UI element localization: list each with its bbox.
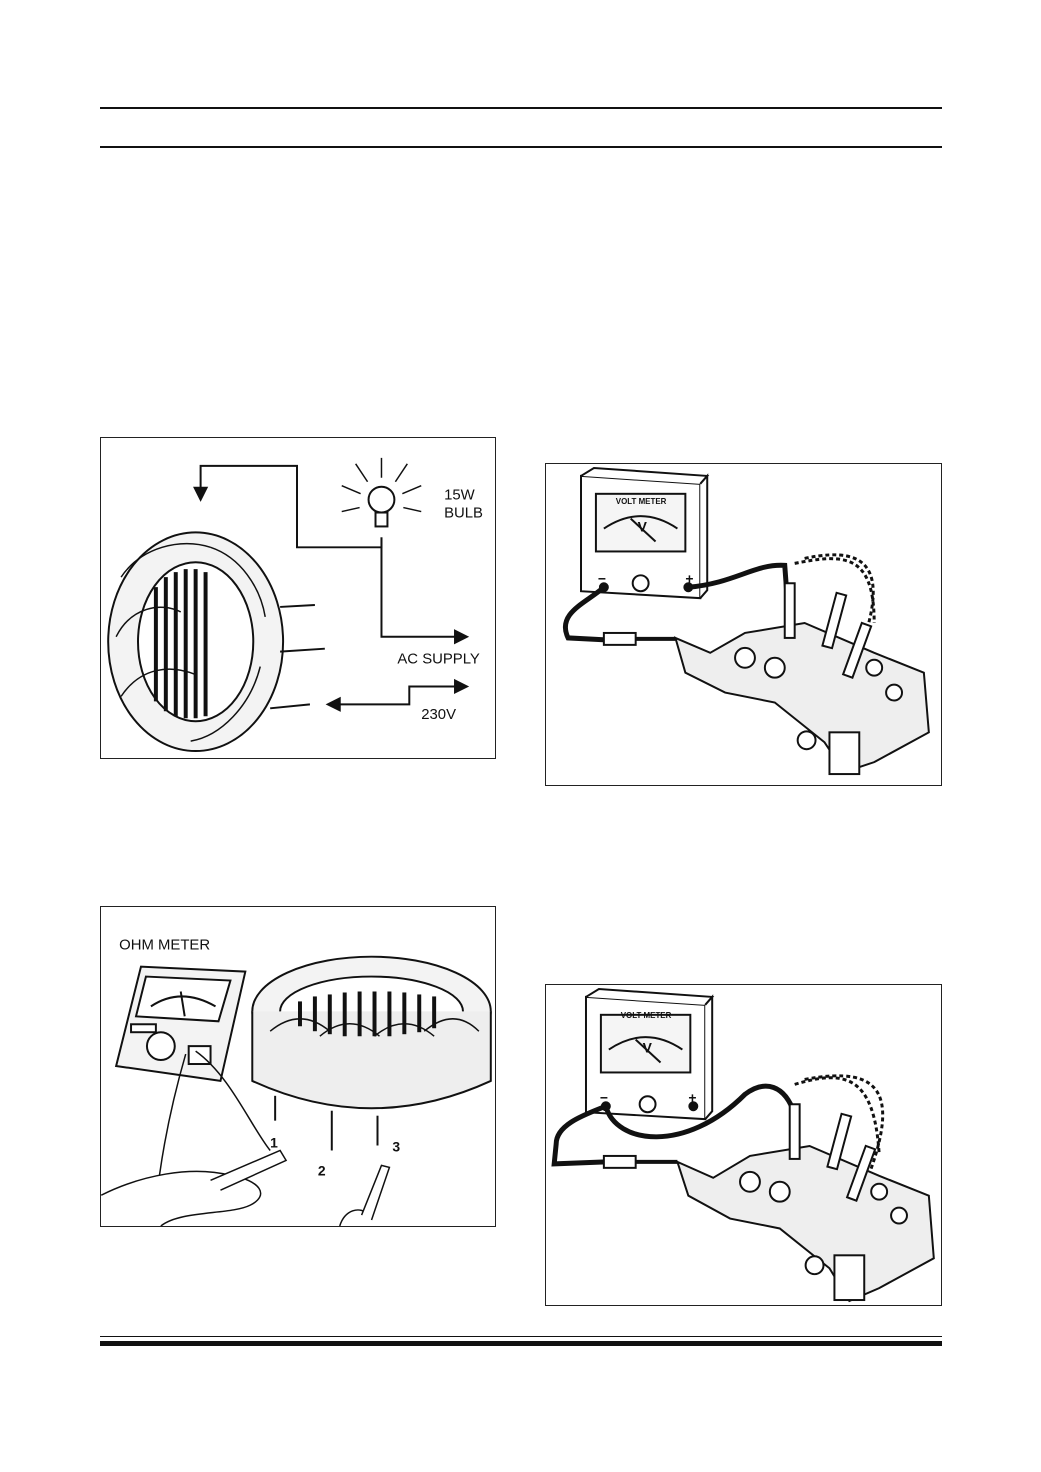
footer-rule-thin xyxy=(100,1336,942,1337)
bulb-icon xyxy=(341,457,422,528)
voltmeter-unit: V xyxy=(638,519,648,535)
stator-bulb-illustration: 15W BULB AC SUPPLY 230V xyxy=(107,457,483,753)
rectifier-assembly-icon xyxy=(675,1103,935,1303)
figure-rectifier-test-2: VOLT METER V − + xyxy=(545,984,942,1306)
ac-supply-label: AC SUPPLY xyxy=(397,652,480,668)
bulb-label-line1: 15W xyxy=(444,488,475,504)
voltmeter-unit: V xyxy=(643,1040,653,1056)
voltmeter-label: VOLT METER xyxy=(616,497,667,506)
voltage-label: 230V xyxy=(421,707,456,723)
rectifier-assembly-icon xyxy=(673,582,930,776)
rectifier-voltmeter-illustration-2: VOLT METER V − + xyxy=(551,987,935,1303)
stator-ohmmeter-illustration: OHM METER xyxy=(101,938,492,1226)
voltmeter-label: VOLT METER xyxy=(621,1011,672,1020)
minus-terminal-label: − xyxy=(600,1089,608,1105)
header-rule-bottom xyxy=(100,146,942,148)
stator-icon xyxy=(107,531,325,753)
lead-2-label: 2 xyxy=(318,1162,326,1178)
footer-rule-thick xyxy=(100,1341,942,1346)
voltmeter-icon xyxy=(584,987,715,1121)
lead-3-label: 3 xyxy=(392,1138,400,1154)
minus-terminal-label: − xyxy=(598,570,606,586)
bulb-label-line2: BULB xyxy=(444,506,483,522)
stator-icon xyxy=(251,955,492,1151)
rectifier-voltmeter-illustration-1: VOLT METER V − + xyxy=(563,466,930,776)
plus-terminal-label: + xyxy=(685,570,693,586)
hand-icon xyxy=(101,1149,391,1226)
voltmeter-icon xyxy=(580,466,710,600)
figure-stator-continuity-test: OHM METER xyxy=(100,906,496,1227)
ohm-meter-label: OHM METER xyxy=(119,938,210,954)
ohmmeter-icon xyxy=(114,965,247,1083)
plus-terminal-label: + xyxy=(688,1089,696,1105)
figure-rectifier-test-1: VOLT METER V − + xyxy=(545,463,942,786)
lead-1-label: 1 xyxy=(270,1134,278,1150)
figure-stator-ground-test: 15W BULB AC SUPPLY 230V xyxy=(100,437,496,759)
header-rule-top xyxy=(100,107,942,109)
